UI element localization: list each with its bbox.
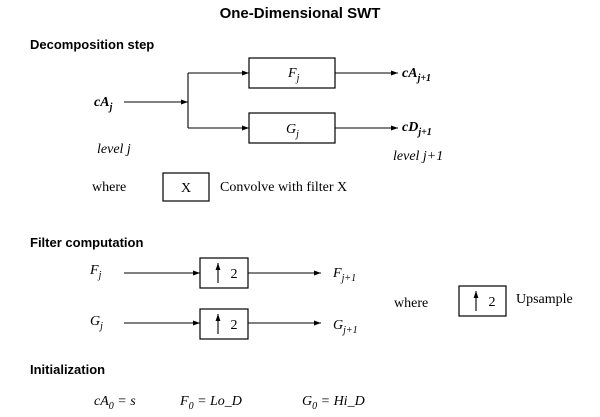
filter-row1-input-label: Fj xyxy=(89,263,102,281)
output-approximation-label: cAj+1 xyxy=(402,66,431,84)
output-detail-label: cDj+1 xyxy=(402,120,432,138)
diagram-title: One-Dimensional SWT xyxy=(220,5,381,22)
upsample-legend-where: where xyxy=(394,296,428,311)
high-filter-label: Gj xyxy=(286,122,299,140)
upsample-factor-row1: 2 xyxy=(231,267,238,282)
convolve-legend-box xyxy=(162,172,210,202)
init-eq-f0: F0 = Lo_D xyxy=(179,394,242,412)
convolve-legend-where: where xyxy=(92,180,126,195)
upsample-legend-text: Upsample xyxy=(516,292,573,307)
initialization-heading: Initialization xyxy=(30,362,105,377)
upsample-legend-symbol: 2 xyxy=(489,295,496,310)
low-filter-box xyxy=(248,57,336,89)
output-level-label: level j+1 xyxy=(393,149,443,164)
filter-row2-output-label: Gj+1 xyxy=(333,318,358,336)
filter-row2-input-label: Gj xyxy=(90,314,103,332)
upsample-box-row2 xyxy=(199,308,249,340)
convolve-legend-text: Convolve with filter X xyxy=(220,180,347,195)
upsample-legend-box xyxy=(458,285,507,317)
input-signal-label: cAj xyxy=(94,95,113,113)
low-filter-label: Fj xyxy=(287,66,300,84)
convolve-legend-symbol: X xyxy=(181,181,191,196)
filter-computation-heading: Filter computation xyxy=(30,235,143,250)
init-eq-ca0: cA0 = s xyxy=(94,394,136,412)
filter-row1-output-label: Fj+1 xyxy=(332,266,356,284)
decomposition-heading: Decomposition step xyxy=(30,37,154,52)
init-eq-g0: G0 = Hi_D xyxy=(302,394,365,412)
upsample-factor-row2: 2 xyxy=(231,318,238,333)
upsample-box-row1 xyxy=(199,257,249,289)
input-level-label: level j xyxy=(97,142,131,157)
